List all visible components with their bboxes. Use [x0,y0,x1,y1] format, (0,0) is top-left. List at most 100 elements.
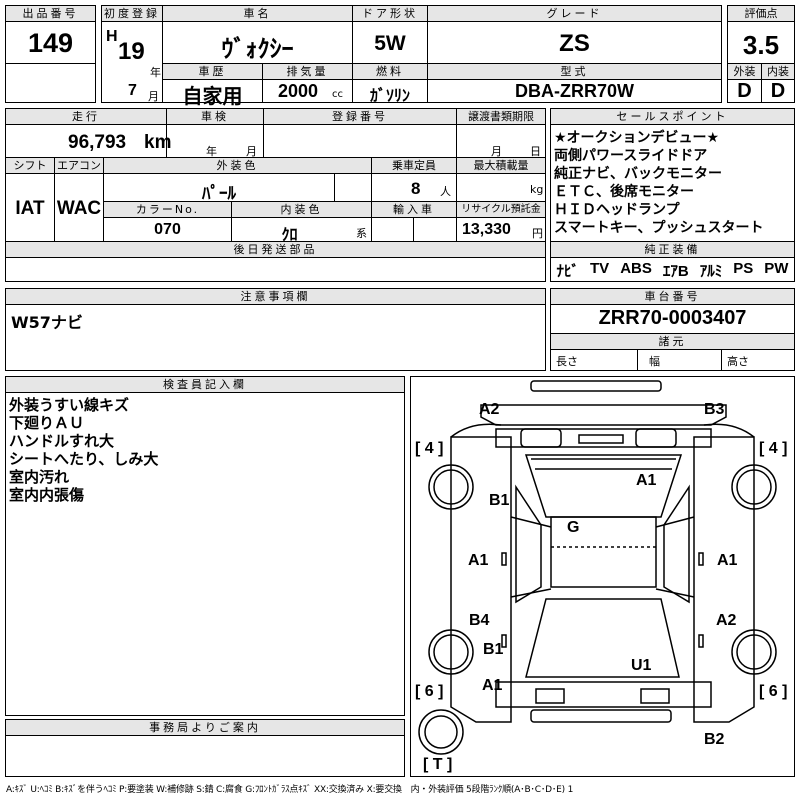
equipment-item: TV [590,260,610,277]
ext-color-label: 外装色 [104,158,371,174]
max-load-label: 最大積載量 [457,158,545,174]
tire-rear-right: [ 6 ] [759,683,788,700]
detail-grid: 走行 車検 登録番号 譲渡書類期限 96,793 km 年 月 月 日 シフト … [5,108,546,282]
inspector-note: 外装うすい線キズ [9,396,130,414]
grade-label: グレード [428,6,721,22]
model-value: DBA-ZRR70W [515,81,634,101]
tire-rear-left: [ 6 ] [415,683,444,700]
notes-value: W57ナビ [11,313,83,332]
damage-mark: B4 [469,612,490,629]
color-no-label: カラーNo. [104,202,231,218]
score-label: 評価点 [728,6,794,22]
shift-value: IAT [15,198,45,219]
displacement-unit: cc [332,89,343,100]
equipment-list: ﾅﾋﾞ TV ABS ｴｱB ｱﾙﾐ PS PW [551,260,794,281]
model-label: 型式 [428,64,721,80]
specs-label: 諸元 [551,334,794,350]
damage-mark: A2 [479,401,500,418]
vehicle-info-grid: 初度登録 H 19 年 7 月 車名 ｳﾞｫｸｼｰ ドア形状 5W グレード Z… [101,5,722,108]
color-no-value: 070 [154,221,181,238]
damage-mark: G [567,519,580,536]
fuel-value: ｶﾞｿﾘﾝ [369,88,410,105]
door-label: ドア形状 [353,6,427,22]
damage-diagram: [ 4 ] [ 4 ] [ 6 ] [ 6 ] [ T ] A2 B3 A1 B… [410,376,795,777]
inspector-note: 下廻りＡＵ [9,414,85,432]
inspector-notes: 外装うすい線キズ 下廻りＡＵ ハンドルすれ大 シートへたり、しみ大 室内汚れ 室… [9,396,399,504]
int-color-label: 内装色 [232,202,371,218]
equipment-item: PS [733,260,754,277]
shift-label: シフト [6,158,54,174]
equipment-item: ABS [620,260,652,277]
first-reg-era: H [106,28,118,45]
selling-points-label: セールスポイント [551,109,794,125]
ac-label: エアコン [55,158,103,174]
chassis-value: ZRR70-0003407 [598,307,747,329]
capacity-value: 8 [411,179,421,198]
registration-label: 登録番号 [264,109,456,125]
inspector-note: シートへたり、しみ大 [9,450,159,468]
history-value: 自家用 [182,86,243,108]
first-reg-label: 初度登録 [102,6,162,22]
damage-mark: A1 [717,552,738,569]
selling-point: 両側パワースライドドア [554,148,708,164]
car-name-label: 車名 [163,6,352,22]
selling-points-cell: セールスポイント ★オークションデビュー★ 両側パワースライドドア 純正ナビ、バ… [550,108,795,282]
first-reg-month: 7 [128,82,137,99]
capacity-label: 乗車定員 [372,158,456,174]
equipment-item: ｴｱB [662,263,689,280]
score-cell: 評価点 3.5 外装 内装 D D [727,5,795,103]
mileage-value: 96,793 [68,132,127,153]
ac-value: WAC [56,198,102,219]
notes-label: 注意事項欄 [6,289,545,305]
mileage-unit: km [144,132,172,153]
damage-mark: U1 [631,657,652,674]
equipment-item: PW [764,260,789,277]
inspector-note: 室内汚れ [9,468,70,486]
history-label: 車歴 [163,64,262,80]
damage-mark: B1 [489,492,510,509]
recycle-value: 13,330 [462,221,511,238]
mileage-label: 走行 [6,109,166,125]
equipment-item: ｱﾙﾐ [699,263,723,280]
score-int-label: 内装 [762,64,794,80]
chassis-label: 車台番号 [551,289,794,305]
displacement-value: 2000 [278,81,319,101]
car-outline [418,380,777,755]
first-reg-year-unit: 年 [150,66,161,79]
spec-width: 幅 [649,355,660,368]
int-color-value: ｸﾛ [281,227,298,244]
damage-mark: A1 [482,677,503,694]
inspector-cell: 検査員記入欄 外装うすい線キズ 下廻りＡＵ ハンドルすれ大 シートへたり、しみ大… [5,376,405,716]
inspection-month-unit: 月 [246,145,257,158]
import-label: 輸入車 [372,202,456,218]
score-ext-value: D [737,80,752,102]
grade-value: ZS [559,30,590,57]
lot-number-cell: 出品番号 149 [5,5,96,103]
inspector-note: 室内内張傷 [9,486,85,504]
score-int-value: D [770,80,786,102]
transfer-day-unit: 日 [530,145,541,158]
chassis-cell: 車台番号 ZRR70-0003407 諸元 長さ 幅 高さ [550,288,795,371]
selling-points-list: ★オークションデビュー★ 両側パワースライドドア 純正ナビ、バックモニター ＥＴ… [554,129,794,237]
damage-mark: B2 [704,731,725,748]
door-value: 5W [374,32,406,55]
fuel-label: 燃料 [353,64,427,80]
spec-length: 長さ [556,355,578,368]
damage-mark: B1 [483,641,504,658]
notes-cell: 注意事項欄 W57ナビ [5,288,546,371]
tire-front-left: [ 4 ] [415,440,444,457]
capacity-unit: 人 [440,185,451,198]
lot-number-value: 149 [27,28,74,58]
tire-spare: [ T ] [423,756,453,773]
first-reg-month-unit: 月 [148,90,159,103]
inspector-note: ハンドルすれ大 [9,432,115,450]
selling-point: スマートキー、プッシュスタート [554,220,764,236]
later-parts-label: 後日発送部品 [6,242,545,258]
spec-height: 高さ [727,355,749,368]
displacement-label: 排気量 [263,64,352,80]
inspection-year-unit: 年 [206,145,217,158]
damage-mark: A1 [468,552,489,569]
recycle-unit: 円 [532,227,543,240]
first-reg-year: 19 [118,38,145,65]
selling-point: ★オークションデビュー★ [554,130,720,146]
